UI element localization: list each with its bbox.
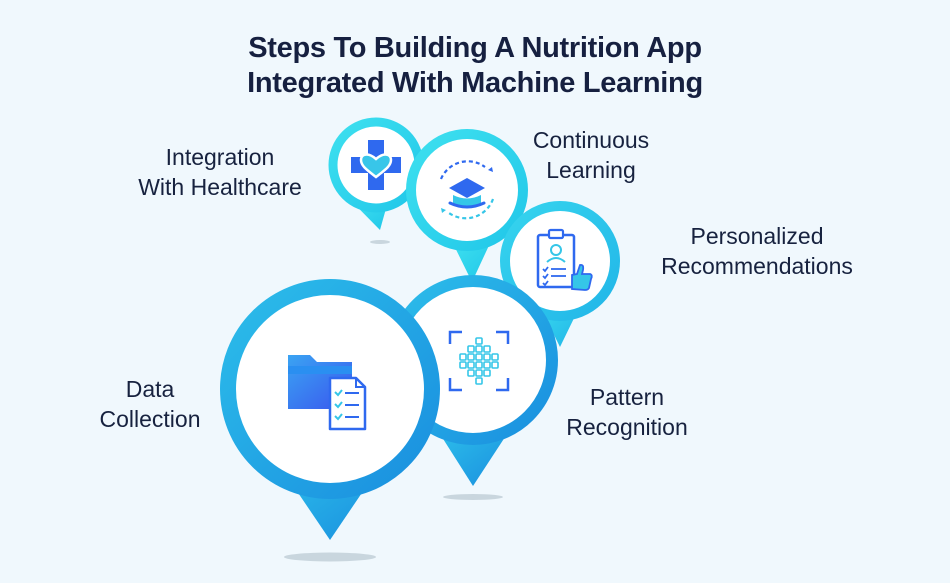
- page-title-line-1: Steps To Building A Nutrition App: [248, 32, 702, 64]
- step-label-line: Collection: [99, 406, 201, 432]
- pin-shadow: [370, 240, 390, 244]
- page-title-line-2: Integrated With Machine Learning: [247, 67, 703, 99]
- step-label-line: With Healthcare: [138, 174, 302, 200]
- step-label-line: Data: [125, 376, 175, 402]
- medical-cross-heart-icon: [351, 140, 401, 190]
- step-label-line: Learning: [546, 157, 636, 183]
- step-label-line: Recommendations: [661, 253, 853, 279]
- step-label-line: Personalized: [690, 223, 824, 249]
- dot-grid-scan-icon: [448, 330, 510, 392]
- step-label-data-collection: Data Collection: [80, 374, 220, 434]
- step-label-line: Integration: [165, 144, 275, 170]
- step-label-line: Continuous: [532, 127, 650, 153]
- folder-checklist-icon: [288, 355, 367, 431]
- step-label-line: Recognition: [566, 414, 688, 440]
- graduation-cap-icon: [439, 160, 495, 220]
- pin-shadow: [443, 494, 503, 500]
- step-label-integration-with-healthcare: Integration With Healthcare: [120, 142, 320, 202]
- step-label-continuous-learning: Continuous Learning: [501, 125, 681, 185]
- clipboard-profile-thumbs-up-icon: [536, 228, 593, 291]
- step-label-pattern-recognition: Pattern Recognition: [547, 382, 707, 442]
- step-label-personalized-recommendations: Personalized Recommendations: [642, 221, 872, 281]
- pin-shadow: [284, 552, 376, 562]
- step-label-line: Pattern: [589, 384, 665, 410]
